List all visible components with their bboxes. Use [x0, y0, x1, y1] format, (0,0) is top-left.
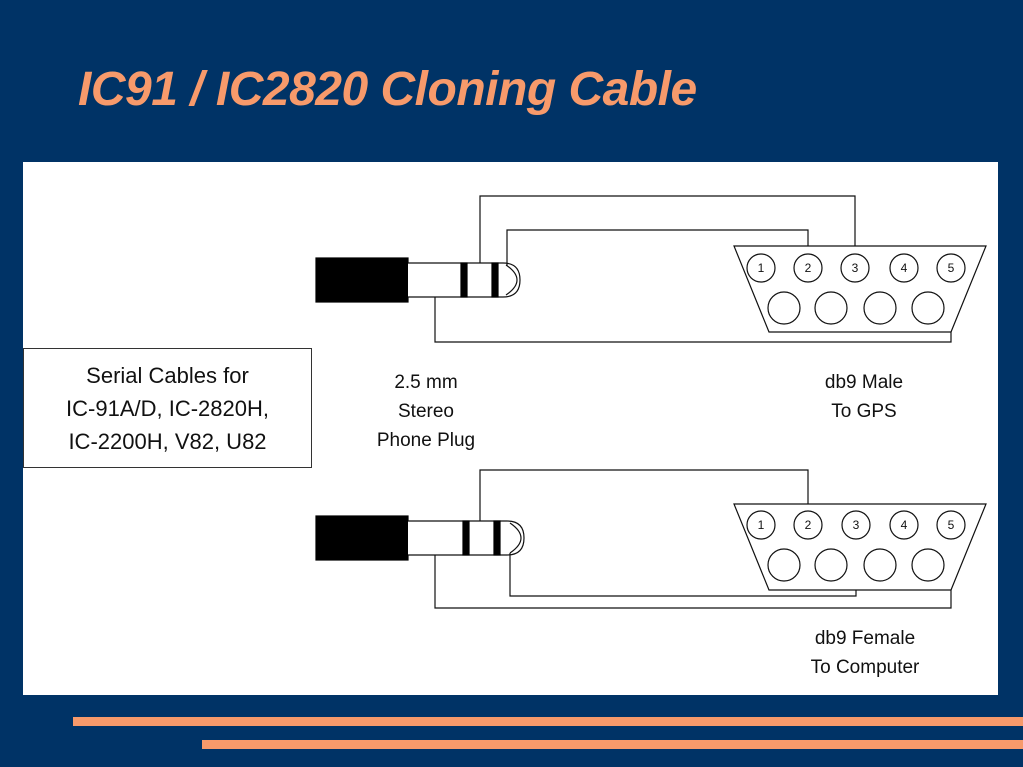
top-db9-pins-row1: [746, 253, 966, 283]
accent-bar-upper: [73, 717, 1023, 726]
bottom-db9-connector: [733, 503, 987, 591]
top-connector-label-line2: To GPS: [831, 401, 897, 422]
serial-note-line3: IC-2200H, V82, U82: [68, 428, 267, 454]
top-connector-label-line1: db9 Male: [824, 372, 904, 393]
top-pin-9: [911, 291, 945, 325]
serial-cables-note: Serial Cables for IC-91A/D, IC-2820H, IC…: [23, 348, 312, 468]
bottom-connector-label: db9 Female To Computer: [785, 624, 945, 682]
top-pin-label-2: 2: [805, 261, 812, 275]
top-plug-ring-1: [460, 262, 468, 298]
bottom-pin-label-2: 2: [805, 518, 812, 532]
top-pin-label-3: 3: [852, 261, 859, 275]
top-pin-8: [863, 291, 897, 325]
top-wire-ring-to-pin3: [479, 195, 856, 263]
bottom-wire-ring-to-pin2: [479, 469, 809, 521]
bottom-db9-shell: [733, 503, 987, 591]
bottom-connector-label-line1: db9 Female: [814, 628, 916, 649]
top-db9-shell: [733, 245, 987, 333]
top-plug-tip: [505, 264, 518, 296]
bottom-plug-ring-1: [462, 520, 470, 556]
bottom-pin-9: [911, 548, 945, 582]
bottom-pin-label-3: 3: [853, 518, 860, 532]
top-pin-5: [936, 253, 966, 283]
top-plug-body: [315, 257, 409, 303]
plug-label-line1: 2.5 mm: [394, 372, 458, 393]
bottom-pin-5: [936, 510, 966, 540]
bottom-connector-label-line2: To Computer: [810, 657, 920, 678]
wiring-diagram: 1 2 3 4 5 1 2 3 4 5: [315, 195, 987, 609]
bottom-plug-body: [315, 515, 409, 561]
bottom-pin-7: [814, 548, 848, 582]
top-pin-7: [814, 291, 848, 325]
serial-note-line2: IC-91A/D, IC-2820H,: [66, 395, 269, 421]
top-connector-label: db9 Male To GPS: [789, 368, 939, 426]
bottom-pin-2: [793, 510, 823, 540]
bottom-plug-tip: [509, 522, 522, 554]
top-pin-label-1: 1: [758, 261, 765, 275]
slide-title: IC91 / IC2820 Cloning Cable: [78, 63, 697, 116]
top-pin-label-4: 4: [901, 261, 908, 275]
top-pin-2: [793, 253, 823, 283]
bottom-pin-label-5: 5: [948, 518, 955, 532]
top-pin-1: [746, 253, 776, 283]
top-db9-pins-row2: [767, 291, 945, 325]
accent-bar-lower: [202, 740, 1023, 749]
top-plug-ring-2: [491, 262, 499, 298]
plug-label-line3: Phone Plug: [376, 430, 476, 451]
plug-label-line2: Stereo: [398, 401, 454, 422]
bottom-db9-pins-row2: [767, 548, 945, 582]
bottom-pin-label-4: 4: [901, 518, 908, 532]
bottom-plug-ring-2: [493, 520, 501, 556]
serial-note-line1: Serial Cables for: [86, 362, 249, 388]
bottom-plug: [315, 515, 525, 561]
top-db9-connector: [733, 245, 987, 333]
top-pin-3: [840, 253, 870, 283]
top-plug: [315, 257, 521, 303]
bottom-pin-1: [746, 510, 776, 540]
plug-label: 2.5 mm Stereo Phone Plug: [353, 368, 499, 455]
bottom-pin-label-1: 1: [758, 518, 765, 532]
bottom-pin-6: [767, 548, 801, 582]
top-wire-tip-to-pin2: [506, 229, 809, 266]
top-pin-label-5: 5: [948, 261, 955, 275]
bottom-pin-3: [841, 510, 871, 540]
top-pin-4: [889, 253, 919, 283]
bottom-pin-4: [889, 510, 919, 540]
bottom-db9-pins-row1: [746, 510, 966, 540]
bottom-pin-8: [863, 548, 897, 582]
top-pin-6: [767, 291, 801, 325]
